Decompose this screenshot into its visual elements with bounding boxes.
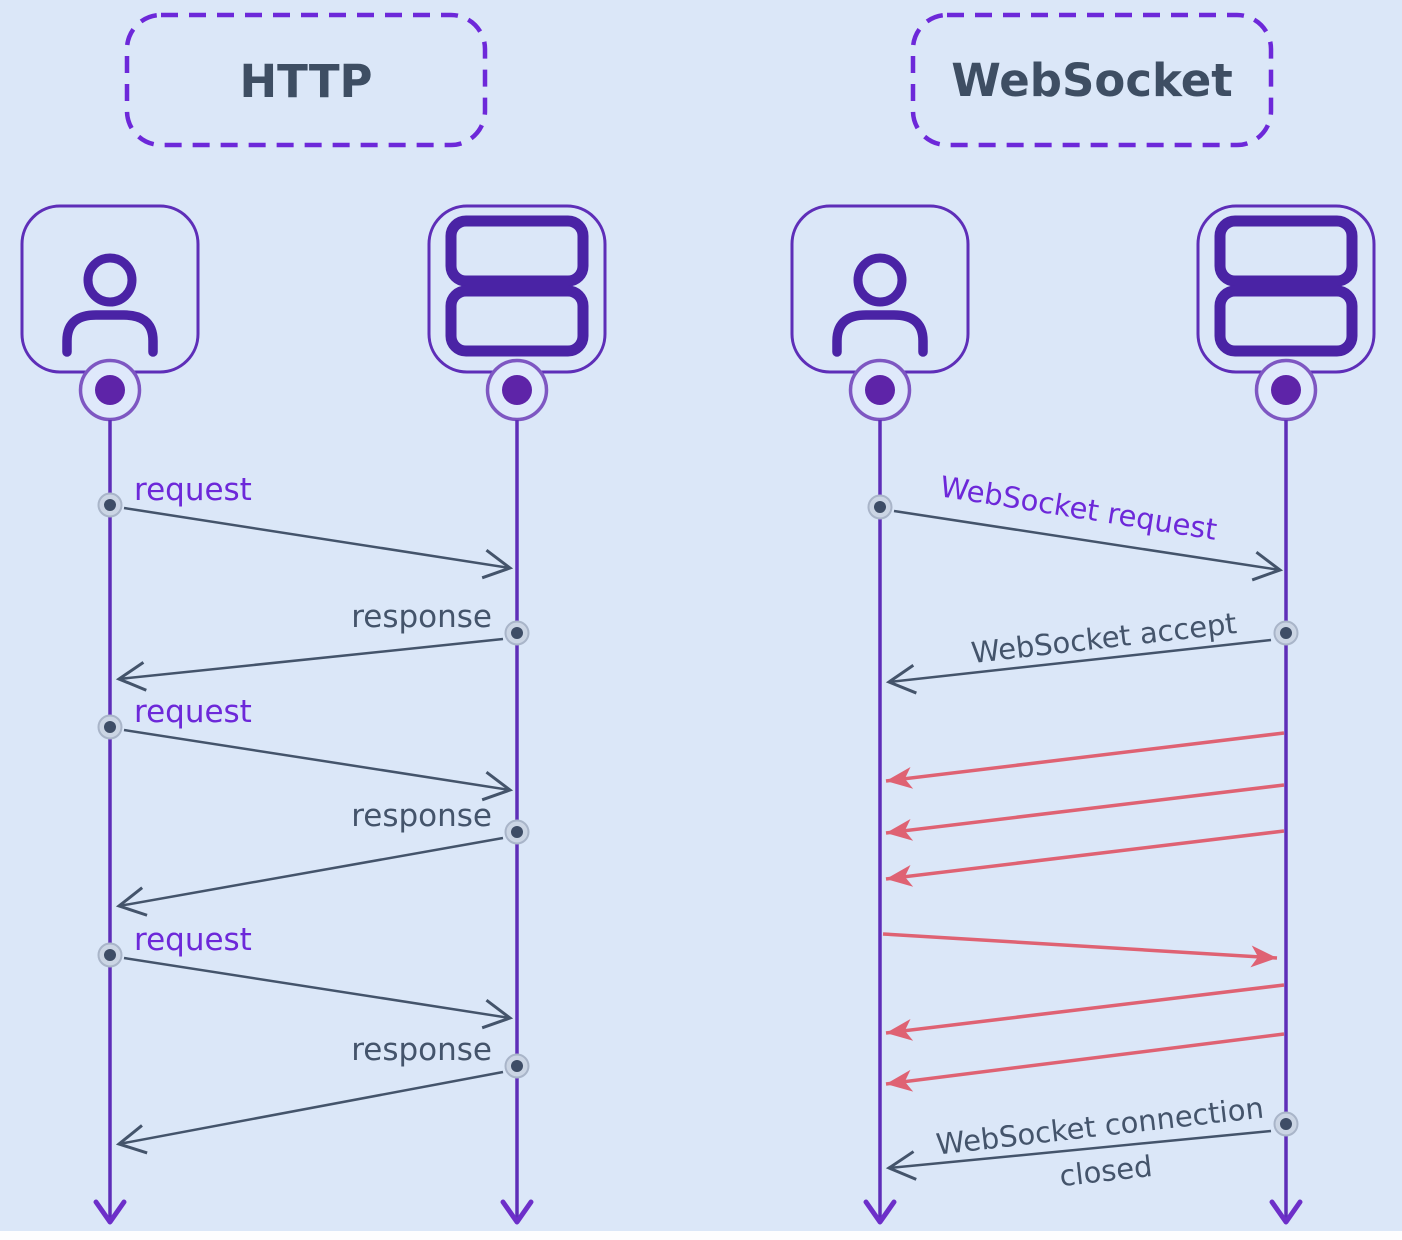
message-label: request bbox=[134, 694, 252, 730]
message-label: response bbox=[351, 1032, 492, 1068]
http-message-request-2: request bbox=[97, 694, 514, 802]
message-arrow bbox=[893, 509, 1284, 582]
lifeline-start-node bbox=[1254, 358, 1318, 422]
http-server-actor bbox=[427, 204, 607, 1225]
message-label: request bbox=[134, 472, 252, 508]
http-message-request-1: request bbox=[97, 472, 514, 580]
http-title: HTTP bbox=[239, 55, 372, 108]
websocket-title: WebSocket bbox=[951, 54, 1233, 107]
websocket-client-actor bbox=[790, 204, 970, 1225]
data-frame-arrow-client-to-server-1 bbox=[882, 932, 1278, 968]
server-icon bbox=[445, 215, 589, 357]
data-frame-arrow-server-to-client-2 bbox=[885, 783, 1285, 841]
http-message-response-3: response bbox=[115, 1032, 530, 1155]
message-arrow bbox=[885, 638, 1272, 695]
websocket-title-box bbox=[910, 12, 1274, 148]
message-arrow bbox=[123, 728, 514, 802]
lifeline-start-node bbox=[848, 358, 912, 422]
http-message-response-2: response bbox=[115, 798, 530, 917]
message-label: response bbox=[351, 599, 492, 635]
websocket-server-actor bbox=[1196, 204, 1376, 1225]
http-client-actor bbox=[20, 204, 200, 1225]
server-icon bbox=[1214, 215, 1358, 357]
data-frame-arrow-server-to-client-5 bbox=[885, 1032, 1285, 1092]
http-message-request-3: request bbox=[97, 922, 514, 1030]
message-label: request bbox=[134, 922, 252, 958]
person-icon bbox=[832, 253, 928, 357]
message-arrow bbox=[115, 1070, 504, 1155]
data-frame-arrow-server-to-client-1 bbox=[885, 731, 1285, 789]
bottom-edge bbox=[0, 1231, 1402, 1240]
lifeline-start-node bbox=[78, 358, 142, 422]
data-frame-arrow-server-to-client-4 bbox=[885, 983, 1285, 1041]
http-message-response-1: response bbox=[115, 599, 530, 692]
message-arrow bbox=[885, 1129, 1272, 1181]
data-frame-arrow-server-to-client-3 bbox=[885, 829, 1285, 887]
http-title-box bbox=[124, 12, 488, 148]
message-arrow bbox=[115, 836, 504, 917]
lifeline-start-node bbox=[485, 358, 549, 422]
http-section: HTTP bbox=[20, 12, 607, 1225]
message-label: response bbox=[351, 798, 492, 834]
message-arrow bbox=[123, 506, 514, 580]
websocket-data-frames bbox=[882, 731, 1285, 1092]
person-icon bbox=[62, 253, 158, 357]
message-arrow bbox=[123, 956, 514, 1030]
message-arrow bbox=[115, 637, 504, 692]
